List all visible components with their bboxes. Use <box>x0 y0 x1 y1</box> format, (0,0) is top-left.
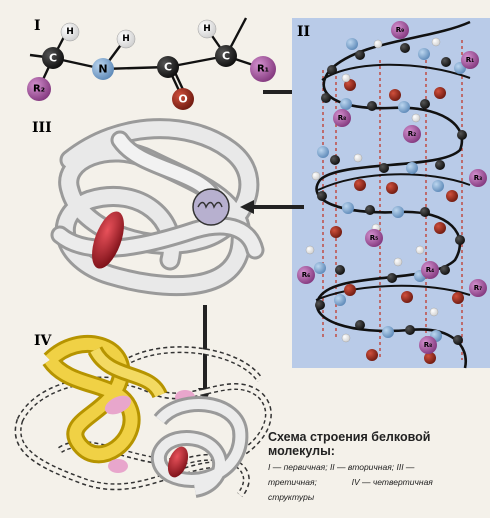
radical-label: R₅ <box>370 234 378 242</box>
radical-label: R₂ <box>33 84 45 95</box>
figure-caption: Схема строения белковой молекулы: I — пе… <box>268 430 490 503</box>
helix-oxygens <box>330 79 464 364</box>
caption-legend-tertiary: третичная; <box>268 477 317 487</box>
radical-label: R₈ <box>424 341 432 349</box>
panel-label-primary: I <box>34 18 41 34</box>
pink-heme <box>104 395 132 415</box>
heme-group <box>92 211 124 269</box>
helix-radicals: R₉ R₁ R₈ R₂ R₃ R₅ R₆ R₄ R₇ R₈ <box>297 21 487 354</box>
radical-label: R₁ <box>257 64 269 75</box>
radical-label: R₄ <box>426 266 434 274</box>
oxygen-atom <box>172 88 194 110</box>
oxygen-label: O <box>178 93 187 106</box>
radical-atom <box>27 77 51 101</box>
hydrogen-atom <box>60 22 80 42</box>
radical-label: R₇ <box>474 284 482 292</box>
hydrogen-label: H <box>122 34 130 44</box>
hydrogen-label: H <box>203 24 211 34</box>
panel-secondary: II <box>292 18 490 369</box>
helix-carbons <box>315 43 467 345</box>
caption-title-line2: молекулы: <box>268 444 335 458</box>
panel-tertiary: III <box>32 118 265 297</box>
caption-legend-line3: структуры <box>268 492 315 502</box>
helix-hydrogens <box>305 37 441 343</box>
caption-legend-line2: третичная; IV — четвертичная <box>268 476 490 488</box>
radical-atom <box>250 56 276 82</box>
helix-backbone-segment <box>315 284 471 301</box>
radical-label: R₁ <box>466 56 474 64</box>
panel-primary: I C H R₂ N H C O C <box>27 17 276 110</box>
carbon-label: C <box>164 61 172 74</box>
panel-label-secondary: II <box>297 24 310 40</box>
helix-inset <box>192 188 230 226</box>
carbon-atom <box>42 47 64 69</box>
helix-backbone-segment <box>317 173 471 191</box>
radical-label: R₃ <box>474 174 482 182</box>
heme-group <box>167 446 189 478</box>
panel-label-quaternary: IV <box>34 333 53 349</box>
panel-quaternary: IV <box>14 333 272 498</box>
pink-heme <box>108 459 128 473</box>
yellow-subunit <box>42 335 168 464</box>
hydrogen-atom <box>116 29 136 49</box>
caption-title-line1: Схема строения белковой <box>268 430 431 444</box>
radical-label: R₉ <box>396 26 404 34</box>
carbon-label: C <box>222 50 230 63</box>
arrow-secondary-to-tertiary <box>240 200 304 214</box>
hydrogen-atom <box>197 19 217 39</box>
nitrogen-atom <box>92 58 114 80</box>
radical-label: R₆ <box>302 271 310 279</box>
carbon-label: C <box>49 52 57 65</box>
carbon-atom <box>157 56 179 78</box>
radical-label: R₈ <box>338 114 346 122</box>
white-subunit <box>150 396 249 498</box>
panel-label-tertiary: III <box>32 120 52 136</box>
caption-legend-quaternary: IV — четвертичная <box>351 477 433 487</box>
caption-legend-line1: I — первичная; II — вторичная; III — <box>268 462 415 472</box>
radical-label: R₂ <box>408 130 416 138</box>
hydrogen-label: H <box>66 27 74 37</box>
carbon-atom <box>215 45 237 67</box>
nitrogen-label: N <box>98 63 107 76</box>
